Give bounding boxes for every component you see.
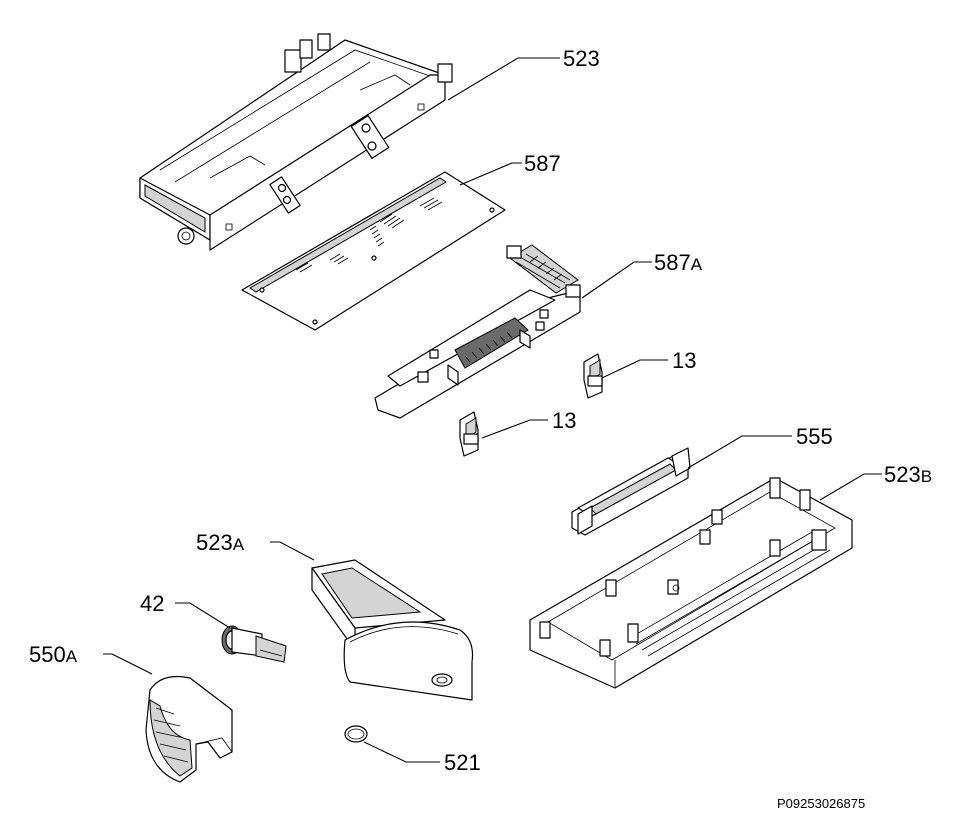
- drawing-code: P09253026875: [777, 796, 865, 811]
- part-555-diffuser: [571, 447, 691, 536]
- callout-587a: 587A: [654, 250, 703, 275]
- leader-523b: [819, 473, 882, 501]
- leader-587: [459, 162, 522, 186]
- callout-523b: 523B: [884, 462, 932, 487]
- part-521-o-ring: [344, 725, 368, 743]
- leader-523: [447, 57, 560, 101]
- callout-42: 42: [140, 591, 164, 616]
- leader-13-upper: [601, 359, 668, 379]
- part-13-clip-lower: [459, 411, 479, 457]
- part-523a-front-cover: [311, 559, 474, 701]
- callout-521: 521: [444, 750, 481, 775]
- part-523-control-housing: [139, 33, 453, 251]
- part-550a-cover: [145, 675, 233, 783]
- callout-labels: 523 587 587A 13 13 555 523B 523A 42 550A…: [29, 46, 932, 775]
- leader-550a: [103, 653, 153, 675]
- callout-523a: 523A: [196, 530, 245, 555]
- callout-523: 523: [563, 46, 600, 71]
- leader-523a: [270, 541, 315, 561]
- part-13-clip-upper: [583, 353, 603, 399]
- leader-521: [363, 741, 440, 763]
- callout-13-lower: 13: [552, 408, 576, 433]
- part-587-circuit-board: [241, 171, 506, 331]
- leader-lines: [103, 57, 882, 763]
- part-587a-display-board: [374, 244, 581, 419]
- leader-13-lower: [481, 419, 548, 439]
- part-42-lamp-holder: [221, 625, 287, 663]
- part-523b-base-tray: [529, 477, 853, 689]
- leader-42: [175, 602, 231, 629]
- callout-13-upper: 13: [672, 348, 696, 373]
- callout-555: 555: [796, 424, 833, 449]
- callout-587: 587: [524, 151, 561, 176]
- leader-555: [687, 435, 792, 469]
- callout-550a: 550A: [29, 642, 78, 667]
- leader-587a: [581, 261, 652, 299]
